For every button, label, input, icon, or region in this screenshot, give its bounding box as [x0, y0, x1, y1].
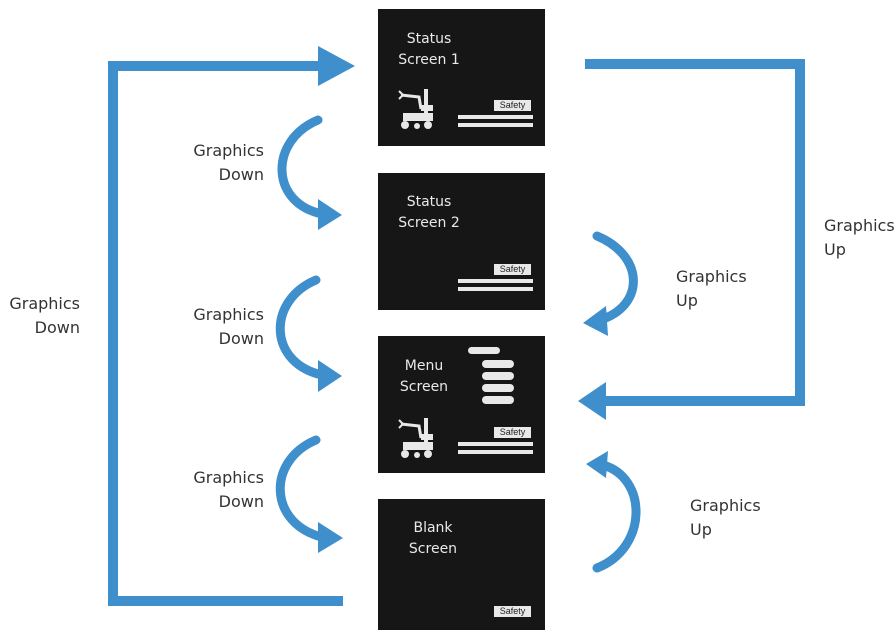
status-screen-2-title: Status Screen 2 [398, 194, 460, 231]
wheelchair-robot-arm-icon [398, 89, 433, 129]
curve-up-4-3-head [586, 451, 608, 478]
status-screen-1: Status Screen 1 Safety [378, 9, 545, 146]
label-graphics-down-loop: Graphics Down [9, 294, 80, 337]
curve-down-3-4-head [318, 522, 343, 553]
safety-label: Safety [494, 606, 531, 617]
label-graphics-up-loop: Graphics Up [824, 216, 895, 259]
label-graphics-down-2-3: Graphics Down [193, 305, 264, 348]
blank-screen-title: Blank Screen [408, 520, 458, 557]
status-bar [458, 123, 533, 127]
curve-up-2-3 [592, 231, 638, 325]
status-bar [458, 450, 533, 454]
status-bar [458, 442, 533, 446]
curve-down-2-3 [275, 275, 323, 379]
loop-up-arrow [585, 59, 805, 406]
label-graphics-down-3-4: Graphics Down [193, 468, 264, 511]
menu-item [482, 396, 514, 404]
safety-label: Safety [494, 427, 531, 438]
status-bar [458, 115, 533, 119]
blank-screen: Blank Screen Safety [378, 499, 545, 630]
status-screen-1-title: Status Screen 1 [398, 31, 460, 68]
curve-down-1-2 [277, 115, 323, 218]
loop-up-arrowhead [578, 382, 606, 420]
status-screen-2: Status Screen 2 Safety [378, 173, 545, 310]
curve-down-2-3-head [318, 360, 342, 392]
menu-screen: Menu Screen Safety [378, 336, 545, 473]
menu-item [482, 360, 514, 368]
loop-down-arrow [108, 61, 343, 606]
menu-item [482, 372, 514, 380]
label-graphics-up-4-3: Graphics Up [690, 496, 761, 539]
label-graphics-down-1-2: Graphics Down [193, 141, 264, 184]
menu-screen-title: Menu Screen [399, 358, 449, 395]
curve-up-4-3 [592, 460, 641, 573]
wheelchair-robot-arm-icon [398, 418, 433, 458]
loop-down-arrowhead [318, 46, 355, 86]
menu-item [482, 384, 514, 392]
safety-label: Safety [494, 100, 531, 111]
status-bar [458, 279, 533, 283]
menu-item [468, 347, 500, 354]
curve-up-2-3-head [583, 306, 608, 336]
safety-label: Safety [494, 264, 531, 275]
curve-down-1-2-head [318, 199, 342, 230]
label-graphics-up-2-3: Graphics Up [676, 267, 747, 310]
curve-down-3-4 [275, 435, 323, 541]
status-bar [458, 287, 533, 291]
